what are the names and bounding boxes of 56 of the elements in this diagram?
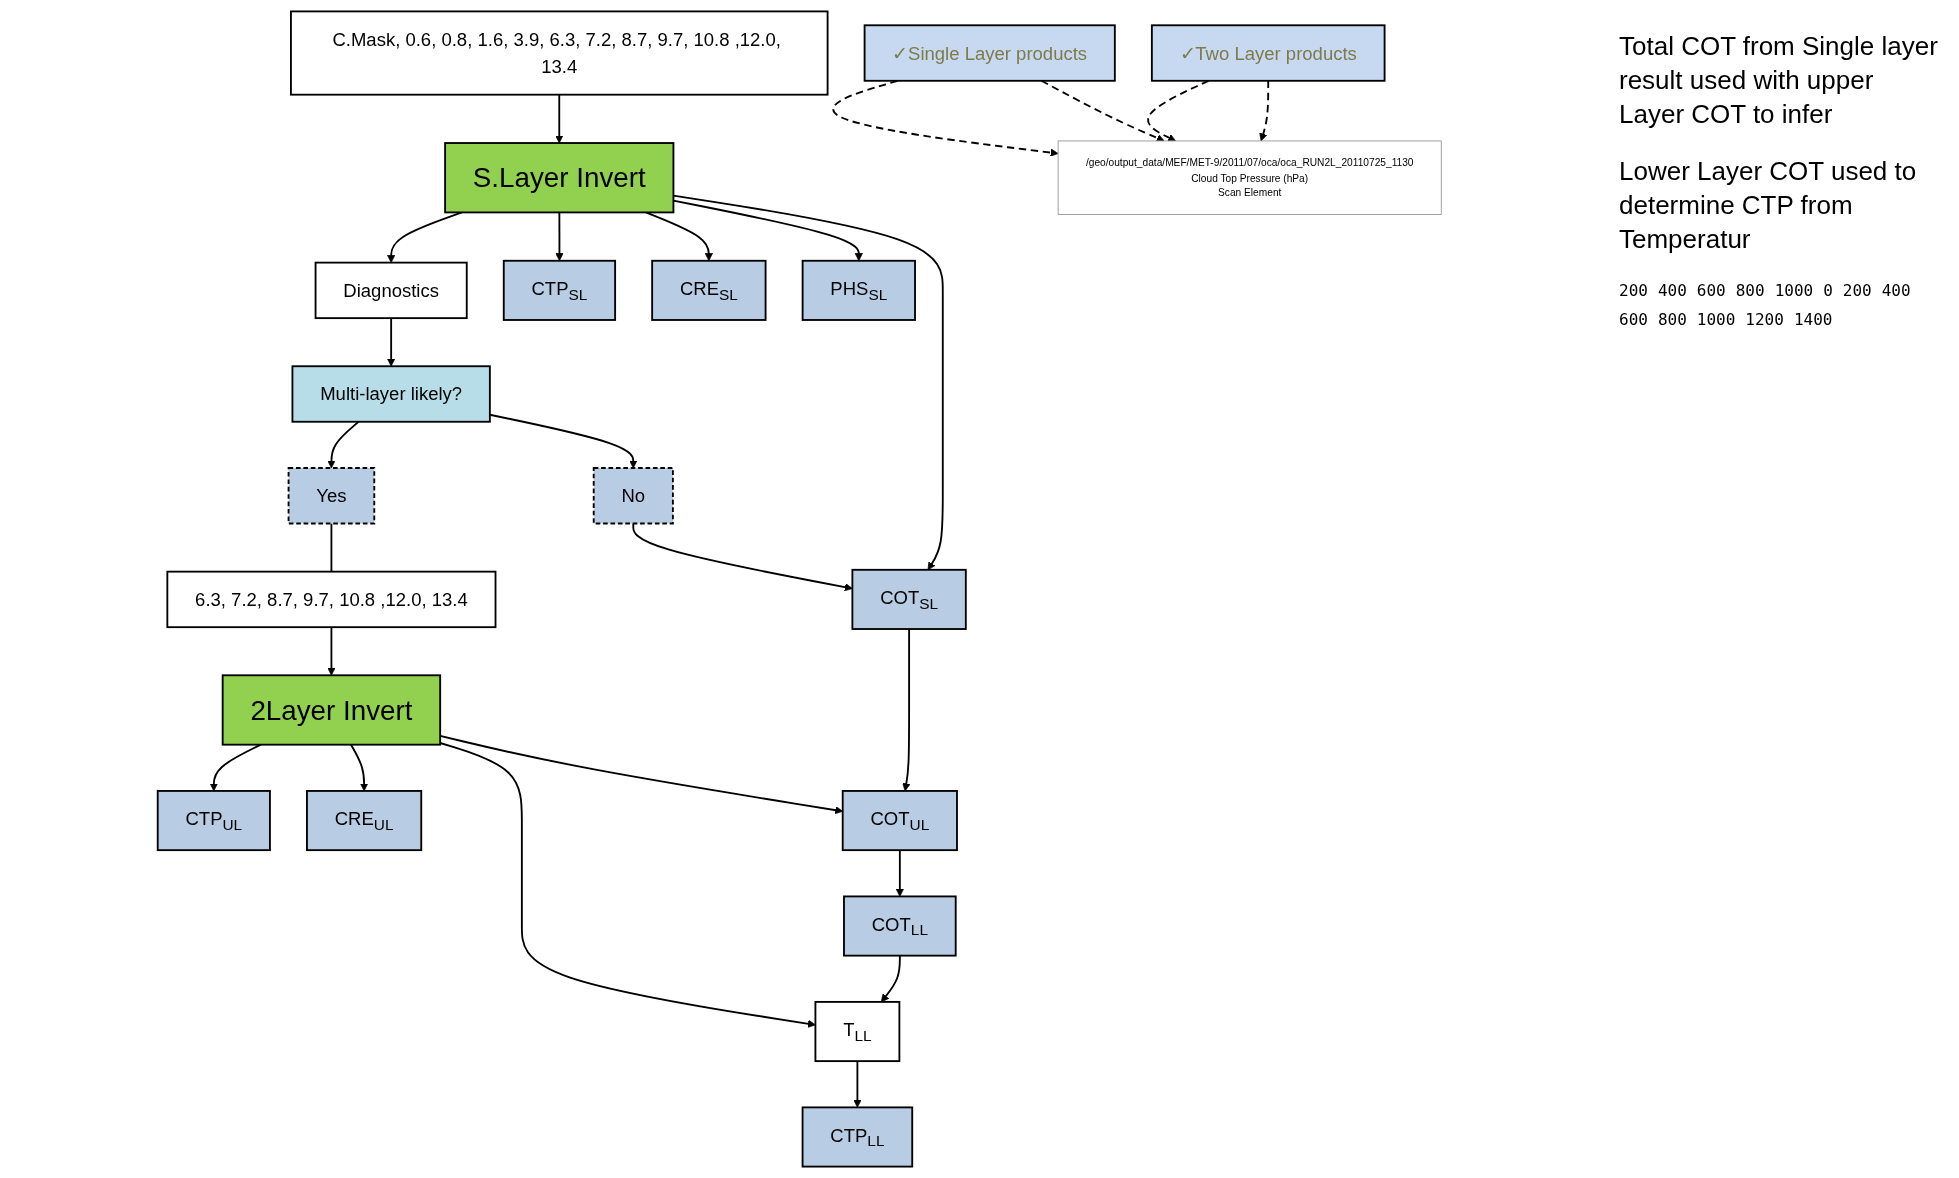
- node-box: CTP$_{UL}$: [156, 790, 271, 852]
- node-box: COT$_{LL}$: [843, 895, 957, 957]
- node-box: Yes: [287, 467, 376, 525]
- axis-tick-label: 600: [1696, 280, 1726, 300]
- arrow: [853, 1060, 862, 1108]
- node-box: Multi-layer likely?: [291, 365, 491, 423]
- node-box: CTP$_{SL}$: [502, 259, 617, 321]
- axis-tick-label: 1400: [1793, 309, 1833, 329]
- arrow: [439, 742, 816, 1028]
- arrow: [387, 211, 463, 263]
- axis-tick-label: 1000: [1774, 280, 1814, 300]
- axis-tick-label: 400: [1657, 280, 1687, 300]
- arrow: [832, 79, 1059, 157]
- node-box: CRE$_{SL}$: [651, 259, 767, 321]
- node-box: ✓Single Layer products: [863, 24, 1116, 82]
- axis-tick-label: 200: [1619, 280, 1648, 300]
- arrow: [555, 211, 564, 262]
- arrow: [1040, 79, 1165, 142]
- node-box: Diagnostics: [314, 261, 468, 320]
- node-box: S.Layer Invert: [444, 142, 675, 214]
- node-box: CRE$_{UL}$: [306, 790, 423, 852]
- axis-tick-label: 600: [1619, 309, 1648, 329]
- arrow: [387, 317, 396, 367]
- arrow: [1259, 79, 1270, 142]
- node-box: /geo/output_data/MEF/MET-9/2011/07/oca/oca_RUN2L_20110725_1130 Cloud Top Pressure (hPa) Scan Element: [1057, 140, 1442, 215]
- node-box: No: [592, 467, 674, 525]
- node-box: PHS$_{SL}$: [801, 259, 916, 321]
- node-box: 6.3, 7.2, 8.7, 9.7, 10.8 ,12.0, 13.4: [166, 570, 497, 629]
- node-box: COT$_{UL}$: [841, 790, 958, 852]
- arrow: [644, 211, 713, 262]
- arrow: [327, 420, 360, 469]
- node-box: CTP$_{LL}$: [801, 1106, 914, 1168]
- axis-tick-label: 800: [1735, 280, 1765, 300]
- arrow: [902, 628, 911, 792]
- connector: [330, 522, 333, 573]
- note-text: Total COT from Single layer result used with upper Layer COT to infer: [1619, 30, 1939, 131]
- axis-tick-label: 800: [1657, 309, 1687, 329]
- node-box: 2Layer Invert: [221, 674, 442, 746]
- arrow: [880, 954, 901, 1003]
- axis-tick-label: 0: [1823, 280, 1833, 300]
- axis-tick-label: 200: [1842, 280, 1872, 300]
- node-box: T$_{LL}$: [814, 1000, 901, 1063]
- arrow: [350, 743, 369, 792]
- note-text: Lower Layer COT used to determine CTP from Temperatur: [1619, 155, 1918, 256]
- axis-tick-label: 400: [1881, 280, 1911, 300]
- arrow: [632, 522, 853, 592]
- axis-tick-label: 1000: [1696, 309, 1736, 329]
- arrow: [555, 93, 564, 144]
- node-box: ✓Two Layer products: [1150, 24, 1386, 82]
- node-box: C.Mask, 0.6, 0.8, 1.6, 3.9, 6.3, 7.2, 8.7, 9.7, 10.8 ,12.0, 13.4: [290, 10, 829, 96]
- arrow: [1147, 79, 1210, 142]
- arrow: [327, 626, 336, 676]
- axis-tick-label: 1200: [1745, 309, 1784, 329]
- node-box: COT$_{SL}$: [851, 568, 967, 630]
- arrow: [895, 849, 904, 897]
- arrow: [209, 743, 262, 792]
